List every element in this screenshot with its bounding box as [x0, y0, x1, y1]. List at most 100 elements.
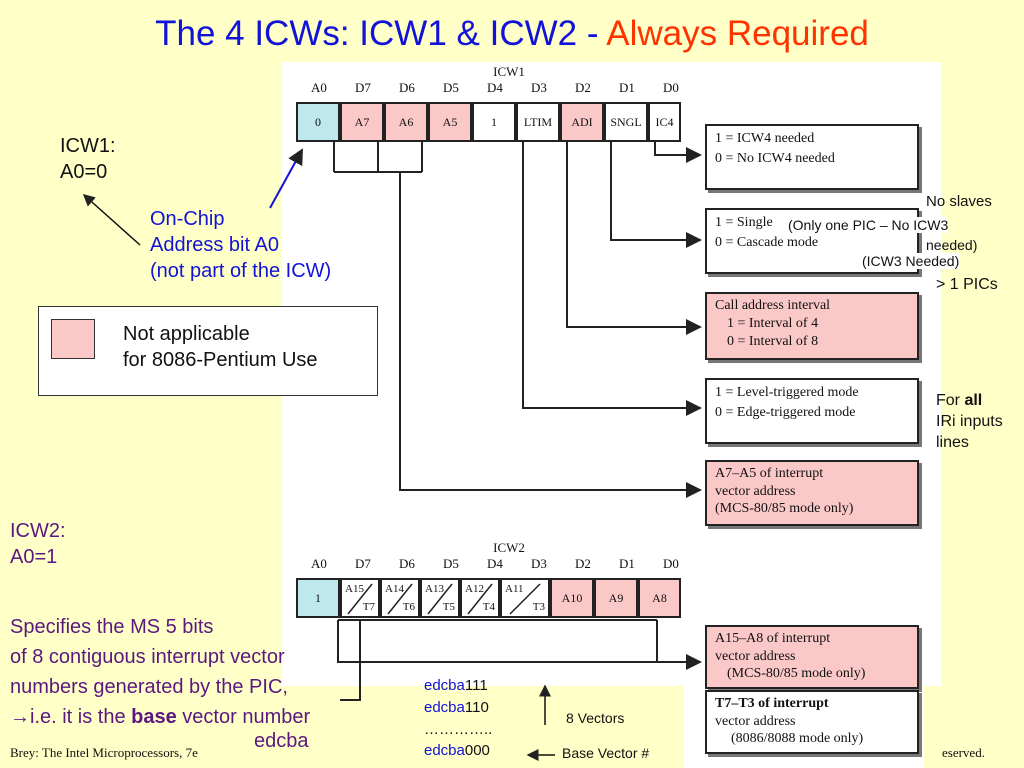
icw2-cell-a: A13 [425, 583, 444, 595]
icw1-cell-d4: 1 [472, 102, 516, 142]
legend-line: Not applicable [123, 323, 250, 345]
icw1-cell-d5: A5 [428, 102, 472, 142]
icw1-header: D6 [399, 80, 415, 95]
icw2-cell-t: T5 [442, 601, 455, 613]
icw1-label-line: ICW1: [60, 135, 116, 157]
ltim-box-line: 0 = Edge-triggered mode [715, 405, 856, 421]
a15a8-box: A15–A8 of interrupt vector address (MCS-… [705, 625, 919, 689]
ltim-box-line: 1 = Level-triggered mode [715, 385, 859, 400]
icw1-header: A0 [311, 80, 327, 95]
icw1-title: ICW1 [493, 64, 525, 79]
base-vector-label: Base Vector # [562, 745, 650, 761]
footer-credit: Brey: The Intel Microprocessors, 7e [10, 745, 198, 760]
icw1-cell-d1: SNGL [604, 102, 648, 142]
vector-suffix: 111 [464, 677, 488, 694]
icw2-label-line: A0=1 [10, 546, 58, 568]
arrow-right-icon: → [10, 706, 30, 728]
icw1-register: 0 A7 A6 A5 1 LTIM ADI SNGL IC4 [296, 102, 681, 144]
sngl-box-line: 0 = Cascade mode [715, 235, 819, 251]
icw2-header: D2 [575, 556, 591, 571]
icw2-header: D6 [399, 556, 415, 571]
sngl-box-line: 1 = Single [715, 215, 773, 230]
icw2-cell-t: T3 [532, 601, 545, 613]
icw2-desc-line: numbers generated by the PIC, [10, 676, 288, 698]
legend-swatch [51, 319, 95, 359]
a7a5-box-line: A7–A5 of interrupt [715, 466, 824, 481]
onchip-line: Address bit A0 [150, 234, 279, 256]
t7t3-connector-stub [340, 620, 361, 701]
eight-vectors-label: 8 Vectors [566, 710, 625, 726]
ltim-connector [522, 142, 702, 416]
title-highlight: Always Required [606, 14, 869, 53]
icw2-cell-t: T7 [362, 601, 375, 613]
a7a5-connector [399, 172, 702, 498]
icw1-cell-d6: A6 [384, 102, 428, 142]
icw1-header-row: A0 D7 D6 D5 D4 D3 D2 D1 D0 [296, 80, 681, 100]
icw2-cell-t: T4 [482, 601, 495, 613]
page-title: The 4 ICWs: ICW1 & ICW2 - Always Require… [0, 14, 1024, 54]
icw2-header-row: A0 D7 D6 D5 D4 D3 D2 D1 D0 [296, 556, 681, 576]
icw2-cell-a: A11 [505, 583, 524, 595]
icw2-desc-line: Specifies the MS 5 bits [10, 616, 214, 638]
icw1-cell-d2: ADI [560, 102, 604, 142]
adi-box-line: 1 = Interval of 4 [727, 316, 819, 332]
icw2-header: D1 [619, 556, 635, 571]
note-icw3-needed: (ICW3 Needed) [862, 253, 960, 269]
icw1-header: D7 [355, 80, 371, 95]
icw2-header: D7 [355, 556, 371, 571]
ic4-box: 1 = ICW4 needed 0 = No ICW4 needed [705, 124, 919, 190]
onchip-line: On-Chip [150, 208, 225, 230]
icw2-desc-bold: base [131, 706, 177, 728]
icw1-header: D0 [663, 80, 679, 95]
vector-dots: ………….. [424, 720, 493, 738]
note-iri-inputs: IRi inputs [936, 412, 1003, 430]
icw2-header: D4 [487, 556, 503, 571]
footer-rights: eserved. [942, 745, 985, 760]
icw2-header: D5 [443, 556, 459, 571]
icw1-a0-arrow [82, 194, 141, 246]
icw1-label-line: A0=0 [60, 161, 108, 183]
icw1-cell-d7: A7 [340, 102, 384, 142]
icw2-label: ICW2: A0=1 [10, 518, 66, 570]
icw1-header: D1 [619, 80, 635, 95]
icw1-cell-d0: IC4 [648, 102, 681, 142]
t7t3-box-line: T7–T3 of interrupt [715, 696, 829, 711]
icw2-header: D3 [531, 556, 547, 571]
icw2-cell-a0: 1 [296, 578, 340, 618]
icw1-cell-d3: LTIM [516, 102, 560, 142]
legend-box: Not applicable for 8086-Pentium Use [38, 306, 378, 396]
ic4-connector [654, 142, 702, 163]
icw2-description: Specifies the MS 5 bits of 8 contiguous … [10, 612, 310, 756]
icw2-cell-a: A14 [385, 583, 404, 595]
a15a8-box-line: (MCS-80/85 mode only) [727, 666, 866, 681]
icw2-desc-line: of 8 contiguous interrupt vector [10, 646, 285, 668]
icw1-cell-a0: 0 [296, 102, 340, 142]
note-for-all: For all IRi inputs lines [936, 391, 1003, 453]
a7a5-box-line: (MCS-80/85 mode only) [715, 501, 854, 516]
note-no-slaves: No slaves [926, 193, 992, 210]
icw1-label: ICW1: A0=0 [60, 133, 116, 185]
ltim-box: 1 = Level-triggered mode 0 = Edge-trigge… [705, 378, 919, 444]
a15a8-connector [337, 620, 702, 670]
icw1-header: D3 [531, 80, 547, 95]
onchip-arrow [269, 148, 303, 209]
vector-prefix: edcba [424, 677, 465, 694]
vector-suffix: 110 [464, 698, 489, 716]
vector-prefix: edcba [424, 698, 465, 716]
onchip-line: (not part of the ICW) [150, 260, 332, 282]
a7a5-box-line: vector address [715, 483, 796, 499]
legend-text: Not applicable for 8086-Pentium Use [123, 321, 318, 373]
onchip-label: On-Chip Address bit A0 (not part of the … [150, 206, 331, 284]
icw1-header: D5 [443, 80, 459, 95]
note-for-all-prefix: For [936, 392, 965, 409]
note-needed: needed) [926, 237, 978, 253]
icw1-header: D2 [575, 80, 591, 95]
icw2-header: D0 [663, 556, 679, 571]
sngl-connector [610, 142, 702, 248]
note-lines: lines [936, 433, 969, 451]
